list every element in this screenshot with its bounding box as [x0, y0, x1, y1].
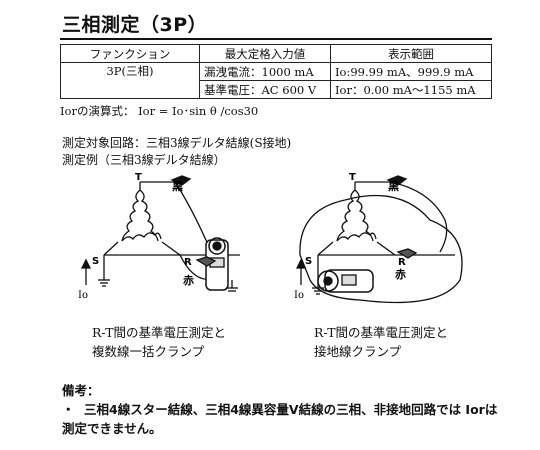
black-probe — [170, 175, 192, 186]
wiring-diagrams: T 黒 S R 赤 Io T 黒 S R 赤 Io — [78, 172, 463, 304]
cell-range-io: Io:99.99 mA、999.9 mA — [330, 62, 492, 81]
header-max-input: 最大定格入力値 — [199, 44, 331, 63]
right-caption-line-1: R-T間の基準電圧測定と — [314, 325, 449, 340]
cell-max-leak: 漏洩電流：1000 mA — [199, 62, 331, 81]
cell-function: 3P(三相) — [60, 62, 200, 99]
right-t-label: T — [349, 172, 356, 183]
spec-table: ファンクション 最大定格入力値 表示範囲 3P(三相) 漏洩電流：1000 mA… — [60, 44, 492, 99]
example-label: 測定例（三相3線デルタ結線） — [62, 153, 226, 167]
formula: Iorの演算式： Ior = Io･sin θ /cos30 — [60, 104, 259, 118]
table-row: 3P(三相) 漏洩電流：1000 mA Io:99.99 mA、999.9 mA — [60, 62, 492, 99]
circuit-label: 測定対象回路：三相3線デルタ結線(S接地) — [62, 136, 292, 150]
right-r-label: R — [398, 257, 406, 268]
right-caption-line-2: 接地線クランプ — [314, 344, 402, 359]
left-s-label: S — [92, 256, 99, 267]
coil-left — [121, 189, 141, 242]
right-caption: R-T間の基準電圧測定と 接地線クランプ — [314, 323, 448, 361]
cell-range-ior: Ior：0.00 mA～1155 mA — [330, 80, 492, 99]
left-caption-line-2: 複数線一括クランプ — [92, 344, 205, 359]
note-text: 三相4線スター結線、三相4線異容量V結線の三相、非接地回路では Iorは測定でき… — [62, 402, 498, 436]
left-caption-line-1: R-T間の基準電圧測定と — [92, 325, 227, 340]
note-bullet: ・ — [62, 402, 75, 417]
note-item: ・三相4線スター結線、三相4線異容量V結線の三相、非接地回路では Iorは測定で… — [62, 400, 502, 438]
right-s-label: S — [305, 256, 312, 267]
header-function: ファンクション — [60, 44, 200, 63]
left-io-label: Io — [78, 290, 88, 301]
left-t-label: T — [135, 172, 142, 183]
title-rule — [60, 38, 492, 40]
red-probe — [195, 256, 217, 267]
left-caption: R-T間の基準電圧測定と 複数線一括クランプ — [92, 323, 226, 361]
left-diagram — [80, 175, 240, 292]
header-display-range: 表示範囲 — [330, 44, 492, 63]
right-red-label: 赤 — [395, 267, 406, 281]
right-black-label: 黒 — [388, 180, 399, 193]
right-io-label: Io — [294, 290, 304, 301]
table-header-row: ファンクション 最大定格入力値 表示範囲 — [60, 44, 492, 63]
notes-heading: 備考： — [62, 383, 100, 398]
page-title: 三相測定（3P） — [62, 14, 208, 36]
coil-bottom — [121, 232, 162, 242]
coil-right — [139, 189, 159, 242]
cell-max-voltage: 基準電圧：AC 600 V — [199, 80, 331, 99]
left-r-label: R — [184, 257, 192, 268]
right-diagram — [295, 175, 463, 304]
left-black-label: 黒 — [172, 180, 183, 193]
left-red-label: 赤 — [183, 273, 194, 287]
table-row: 基準電圧：AC 600 V Ior：0.00 mA～1155 mA — [61, 80, 492, 99]
